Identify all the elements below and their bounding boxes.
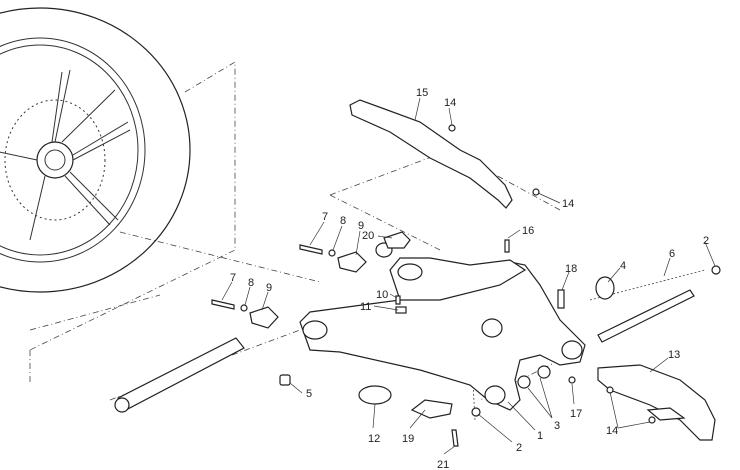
callout-18: 18 xyxy=(565,263,577,275)
callout-13: 13 xyxy=(668,349,680,361)
callout-19: 19 xyxy=(402,433,414,445)
callout-7: 7 xyxy=(230,272,236,284)
callout-9: 9 xyxy=(266,282,272,294)
callout-21: 21 xyxy=(437,459,449,470)
callout-8: 8 xyxy=(340,215,346,227)
chain-guard xyxy=(349,99,513,209)
callout-20: 20 xyxy=(362,230,374,242)
callout-6: 6 xyxy=(669,248,675,260)
callout-2: 2 xyxy=(703,235,709,247)
callout-7: 7 xyxy=(322,211,328,223)
callout-14: 14 xyxy=(444,97,456,109)
callout-15: 15 xyxy=(416,87,428,99)
callout-11: 11 xyxy=(360,301,371,313)
callout-8: 8 xyxy=(248,277,254,289)
callout-2: 2 xyxy=(516,442,522,454)
callout-12: 12 xyxy=(368,433,380,445)
pivot-shaft xyxy=(597,289,695,343)
rear-wheel xyxy=(0,7,191,293)
leader-lines xyxy=(221,97,716,455)
callout-5: 5 xyxy=(306,388,312,400)
callout-14: 14 xyxy=(606,425,618,437)
callout-17: 17 xyxy=(570,408,582,420)
callout-9: 9 xyxy=(358,220,364,232)
callout-14: 14 xyxy=(562,198,574,210)
callout-16: 16 xyxy=(522,225,534,237)
axle-tube xyxy=(117,337,245,411)
swingarm xyxy=(299,257,586,411)
callout-3: 3 xyxy=(554,420,560,432)
callout-10: 10 xyxy=(376,289,388,301)
callout-labels: 15 14 14 7 8 9 20 16 2 6 4 18 7 8 9 10 1… xyxy=(230,87,709,470)
callout-1: 1 xyxy=(537,430,543,442)
callout-4: 4 xyxy=(620,260,626,272)
